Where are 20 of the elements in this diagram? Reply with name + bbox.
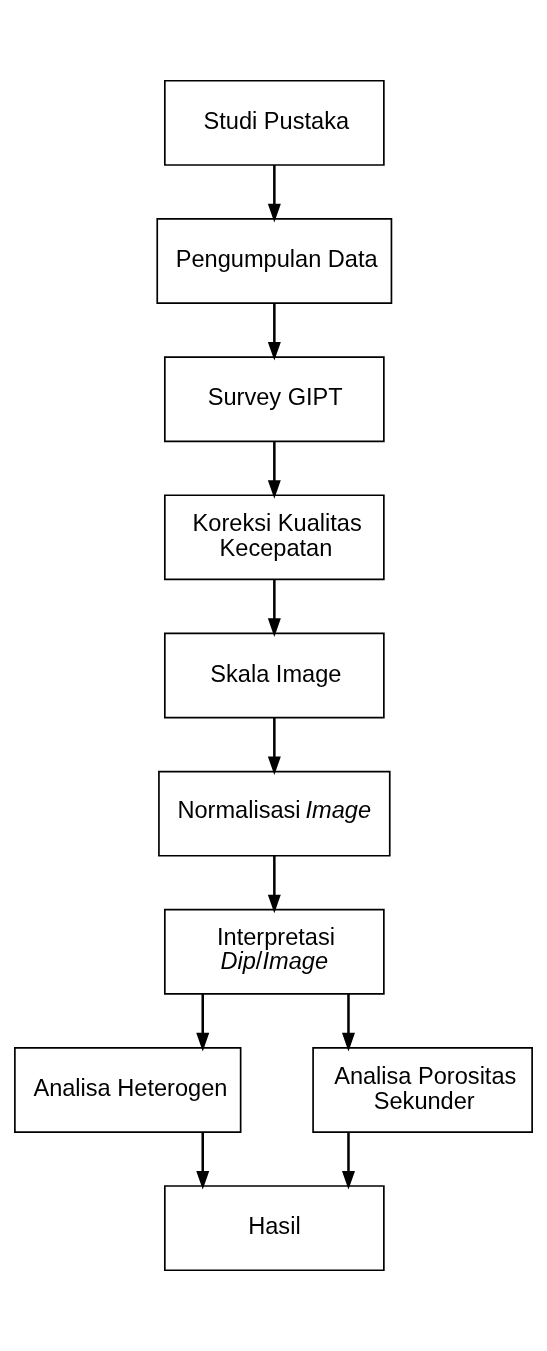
- node-box: Analisa Porositas Sekunder: [312, 1047, 533, 1133]
- node-box: Survey GIPT: [164, 356, 385, 443]
- arrow: [267, 579, 281, 637]
- node-box: Pengumpulan Data: [156, 218, 393, 304]
- arrow: [196, 1132, 210, 1190]
- node-box: Koreksi Kualitas Kecepatan: [164, 494, 385, 581]
- arrow: [196, 994, 210, 1052]
- node-box: Skala Image: [164, 632, 385, 719]
- arrow: [267, 441, 281, 499]
- node-box: Interpretasi Dip/Image: [164, 908, 385, 995]
- node-box: Hasil: [164, 1185, 385, 1272]
- arrow: [341, 994, 355, 1052]
- arrow: [267, 165, 281, 223]
- node-box: Analisa Heterogen: [14, 1047, 242, 1133]
- arrow: [267, 303, 281, 361]
- arrow: [341, 1132, 355, 1190]
- node-box: Normalisasi Image: [158, 770, 391, 857]
- node-box: Studi Pustaka: [164, 79, 385, 166]
- arrow: [267, 717, 281, 776]
- arrow: [267, 855, 281, 914]
